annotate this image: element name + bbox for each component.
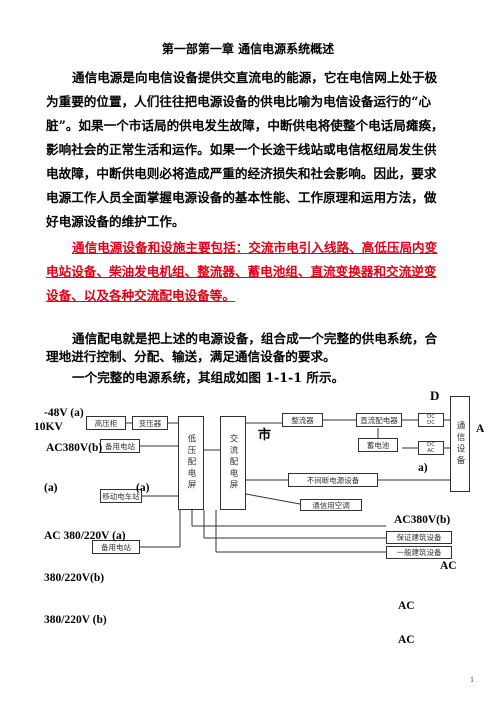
dc-ac-inverter: DC AC	[418, 441, 444, 455]
label-10kv: 10KV	[34, 421, 63, 433]
label-ac380-220a: AC 380/220V (a)	[44, 530, 126, 542]
label-neg48v: -48V (a)	[44, 407, 84, 419]
label-a-left: (a)	[44, 482, 58, 494]
air-conditioner-box: 通信用空调	[300, 499, 362, 511]
battery-box: 蓄电池	[358, 438, 398, 452]
standby-station-2-box: 备用电站	[92, 540, 140, 554]
text-line: 一个完整的电源系统，其组成如图 1-1-1 所示。	[72, 370, 345, 385]
label-shi: 市	[258, 427, 272, 442]
label-a-inverter: a)	[418, 462, 428, 474]
text-line-highlight: 设备、以及各种交流配电设备等。	[46, 288, 235, 303]
paragraph-distribution: 通信配电就是把上述的电源设备，组合成一个完整的供电系统，合 理地进行控制、分配、…	[46, 330, 466, 366]
power-system-diagram: 高压柜 变压器 低压配电屏 交流配电屏 整流器 直流配电器 蓄电池 DC DC …	[0, 380, 496, 680]
dc-distributor-box: 直流配电器	[356, 413, 402, 427]
text-line: 影响社会的正常生活和运作。如果一个长途干线站或电信枢纽局发生供	[46, 142, 437, 157]
transformer-box: 变压器	[132, 416, 168, 430]
text-line: 好电源设备的维护工作。	[46, 214, 185, 229]
label-380-220b-1: 380/220V(b)	[44, 572, 105, 584]
text-line: 电故障，中断供电则必将造成严重的经济损失和社会影响。因此，要求	[46, 166, 437, 181]
text-line: 理地进行控制、分配、输送，满足通信设备的要求。	[46, 349, 336, 364]
label-380-220b-2: 380/220V (b)	[44, 614, 107, 626]
text-line-highlight: 通信电源设备和设施主要包括：交流市电引入线路、高低压局内变	[72, 240, 438, 255]
label-a-mid: (a)	[136, 482, 150, 494]
label-ac-1: AC	[440, 560, 457, 572]
diagram-lines	[126, 419, 450, 553]
label-ac380b-right: AC380V(b)	[394, 514, 451, 526]
standby-station-box: 备用电站	[100, 439, 140, 453]
inverter-out-label: AC	[427, 448, 435, 454]
dc-dc-converter: DC DC	[418, 413, 444, 427]
text-line: 电源工作人员全面掌握电源设备的基本性能、工作原理和运用方法，做	[46, 190, 437, 205]
label-ac-2: AC	[398, 600, 415, 612]
label-ac-3: AC	[398, 634, 415, 646]
paragraph-equipment: 通信电源设备和设施主要包括：交流市电引入线路、高低压局内变 电站设备、柴油发电机…	[46, 236, 466, 308]
mobile-station-box: 移动电车站	[100, 489, 142, 503]
low-voltage-panel-label: 低压配电屏	[186, 434, 196, 492]
communication-equipment-label: 通信设备	[455, 421, 465, 467]
low-voltage-panel: 低压配电屏	[178, 416, 204, 510]
dc-out-label: DC	[426, 420, 436, 426]
general-building-equipment-box: 一般建筑设备	[386, 546, 452, 559]
ups-box: 不间断电源设备	[288, 473, 378, 487]
inverter-in-label: DC	[426, 442, 436, 448]
ac-distribution-panel: 交流配电屏	[220, 416, 246, 510]
page-title: 第一部第一章 通信电源系统概述	[161, 42, 335, 56]
label-d: D	[430, 388, 440, 403]
dc-in-label: DC	[426, 414, 436, 420]
text-line: 通信配电就是把上述的电源设备，组合成一个完整的供电系统，合	[72, 331, 438, 346]
text-line: 通信电源是向电信设备提供交直流电的能源，它在电信网上处于极	[72, 70, 438, 85]
high-voltage-cabinet: 高压柜	[86, 416, 126, 430]
page-number: 1	[470, 675, 474, 684]
paragraph-figure-ref: 一个完整的电源系统，其组成如图 1-1-1 所示。	[46, 366, 466, 390]
text-line: 脏”。如果一个市话局的供电发生故障，中断供电将使整个电话局瘫痪，	[46, 118, 444, 133]
label-a-right: A	[476, 423, 485, 435]
rectifier-box: 整流器	[282, 413, 323, 427]
critical-building-equipment-box: 保证建筑设备	[386, 531, 452, 544]
communication-equipment: 通信设备	[450, 396, 470, 492]
paragraph-intro: 通信电源是向电信设备提供交直流电的能源，它在电信网上处于极 为重要的位置，人们往…	[46, 66, 466, 234]
text-line-highlight: 电站设备、柴油发电机组、整流器、蓄电池组、直流变换器和交流逆变	[46, 264, 437, 279]
ac-panel-label: 交流配电屏	[228, 434, 238, 492]
text-line: 为重要的位置，人们往往把电源设备的供电比喻为电信设备运行的“心	[46, 94, 432, 109]
label-ac380b: AC380V(b)	[46, 442, 103, 454]
